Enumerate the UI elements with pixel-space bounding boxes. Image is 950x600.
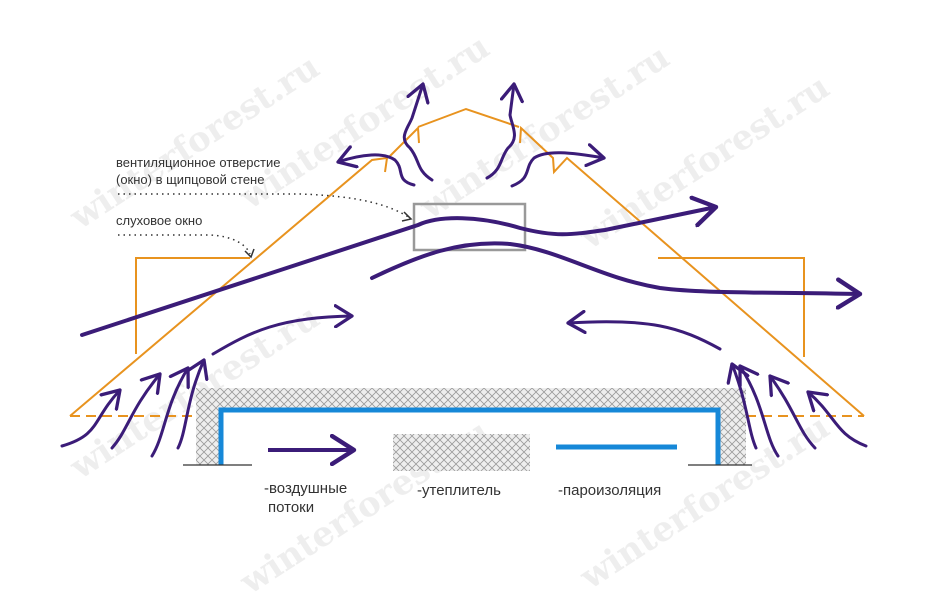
airflow-arrow <box>60 390 120 448</box>
airflow-arrow <box>402 84 434 182</box>
legend-airflow-label-line2: потоки <box>268 499 314 516</box>
watermark-group: winterforest.ru winterforest.ru winterfo… <box>62 27 836 600</box>
legend-vapor-barrier-label: -пароизоляция <box>558 482 661 499</box>
airflow-arrow <box>150 368 188 458</box>
dormer-leader <box>118 234 251 255</box>
airflow-arrow <box>176 360 204 450</box>
airflow-arrow <box>110 374 160 450</box>
legend-insulation-swatch <box>393 434 530 471</box>
legend-airflow-label-line1: -воздушные <box>264 480 347 497</box>
airflow-arrow <box>370 241 860 294</box>
dormer-label: слуховое окно <box>116 213 202 228</box>
airflow-arrow <box>770 376 817 450</box>
insulation-layer <box>196 388 746 465</box>
gable-vent-label-line2: (окно) в щипцовой стене <box>116 172 264 187</box>
gable-vent-label-line1: вентиляционное отверстие <box>116 155 280 170</box>
airflow-arrow <box>568 322 722 351</box>
airflow-arrow <box>211 316 352 356</box>
airflow-arrows <box>60 84 868 458</box>
watermark: winterforest.ru <box>572 407 836 598</box>
legend-insulation-label: -утеплитель <box>417 482 501 499</box>
airflow-arrow <box>485 84 514 180</box>
airflow-arrow <box>732 364 758 450</box>
airflow-arrow <box>338 155 416 187</box>
airflow-arrow <box>808 392 868 448</box>
gable-vent-leader-head <box>401 211 413 222</box>
airflow-arrow <box>510 153 604 188</box>
vapor-barrier-line <box>218 407 721 465</box>
watermark: winterforest.ru <box>62 47 326 238</box>
airflow-arrow <box>80 207 716 337</box>
gable-vent-leader <box>118 193 411 219</box>
dormer-leader-head <box>244 248 255 259</box>
legend: -воздушные потоки -утеплитель -пароизоля… <box>264 434 677 516</box>
